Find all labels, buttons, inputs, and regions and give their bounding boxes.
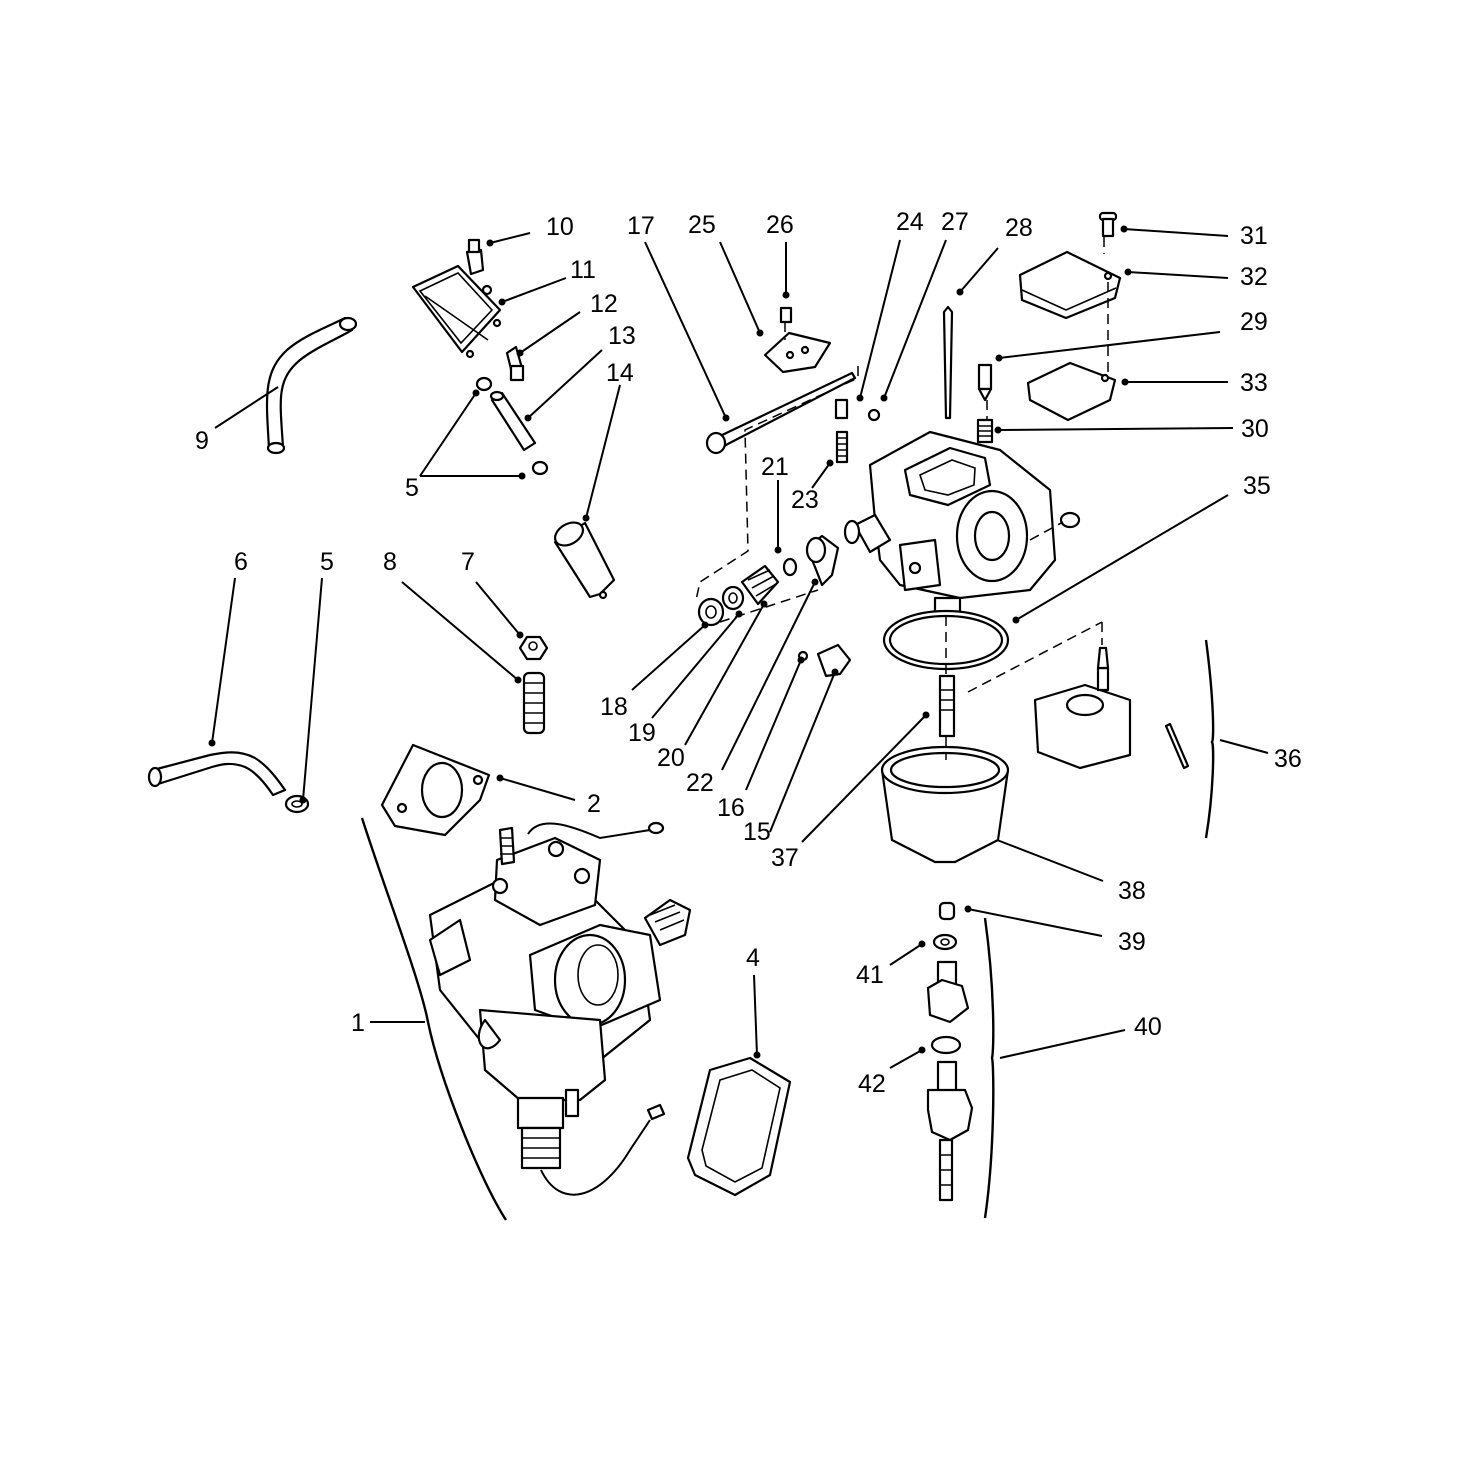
part-5-clamp-top xyxy=(475,376,549,476)
part-37-pin xyxy=(938,674,956,738)
callout-1: 1 xyxy=(351,1009,365,1037)
callout-labels: 1 2 4 5 5 6 7 8 9 10 11 12 13 14 15 16 1… xyxy=(195,208,1302,1098)
callout-37: 37 xyxy=(771,844,799,872)
callout-20: 20 xyxy=(657,744,685,772)
part-39-screw xyxy=(938,901,956,921)
callout-19: 19 xyxy=(628,719,656,747)
part-11-fuel-pump xyxy=(411,264,502,359)
callout-23: 23 xyxy=(791,486,819,514)
callout-33: 33 xyxy=(1240,369,1268,397)
callout-12: 12 xyxy=(590,290,618,318)
callout-30: 30 xyxy=(1241,415,1269,443)
callout-36: 36 xyxy=(1274,745,1302,773)
part-23-idle-screw xyxy=(834,398,849,464)
callout-11: 11 xyxy=(570,256,596,284)
callout-35: 35 xyxy=(1243,472,1271,500)
part-38-float-bowl xyxy=(880,745,1010,864)
callout-42: 42 xyxy=(858,1070,886,1098)
part-19-washer xyxy=(721,585,745,611)
callout-2: 2 xyxy=(587,790,601,818)
callout-4: 4 xyxy=(746,944,760,972)
callout-22: 22 xyxy=(686,769,714,797)
carburetor-body-exploded xyxy=(843,430,1081,622)
part-33-gasket xyxy=(1026,361,1117,422)
part-4-gasket xyxy=(686,1056,792,1197)
part-21-seal xyxy=(782,557,798,577)
part-28-needle xyxy=(942,305,954,420)
part-22-choke-lever xyxy=(805,534,840,587)
callout-28: 28 xyxy=(1005,214,1033,242)
callout-5b: 5 xyxy=(320,548,334,576)
callout-9: 9 xyxy=(195,427,209,455)
part-18-bushing xyxy=(697,597,725,627)
part-14-fuel-filter xyxy=(553,521,616,600)
part-29-screw xyxy=(977,363,993,402)
callout-6: 6 xyxy=(234,548,248,576)
callout-31: 31 xyxy=(1240,222,1268,250)
callout-39: 39 xyxy=(1118,928,1146,956)
callout-13: 13 xyxy=(608,322,636,350)
part-26-screw xyxy=(779,306,793,324)
part-32-bowl-cover xyxy=(1018,250,1122,320)
callout-18: 18 xyxy=(600,693,628,721)
callout-17: 17 xyxy=(627,212,655,240)
callout-29: 29 xyxy=(1240,308,1268,336)
callout-41: 41 xyxy=(856,961,884,989)
part-36-float xyxy=(1033,646,1190,770)
part-24-plug xyxy=(867,408,881,422)
brace-40 xyxy=(983,917,995,1219)
callout-7: 7 xyxy=(461,548,475,576)
part-31-screw xyxy=(1098,211,1118,238)
callout-25: 25 xyxy=(688,211,716,239)
callout-14: 14 xyxy=(606,359,634,387)
part-7-nut xyxy=(518,635,549,661)
part-25-throttle-plate xyxy=(763,331,832,374)
callout-5a: 5 xyxy=(405,474,419,502)
callout-8: 8 xyxy=(383,548,397,576)
brace-1 xyxy=(360,817,508,1221)
part-15-lever xyxy=(816,643,852,678)
part-8-stud xyxy=(522,671,546,735)
part-30-spring xyxy=(976,418,994,444)
callout-27: 27 xyxy=(941,208,969,236)
part-9-fuel-hose xyxy=(265,316,358,455)
part-20-spring xyxy=(740,564,780,606)
part-1-carburetor-assembly xyxy=(428,821,692,1196)
callout-26: 26 xyxy=(766,211,794,239)
callout-16: 16 xyxy=(717,794,745,822)
callout-38: 38 xyxy=(1118,877,1146,905)
part-2-gasket xyxy=(380,743,491,837)
callout-40: 40 xyxy=(1134,1013,1162,1041)
callout-32: 32 xyxy=(1240,263,1268,291)
callout-10: 10 xyxy=(546,213,574,241)
callout-21: 21 xyxy=(761,453,789,481)
leader-lines xyxy=(208,225,1269,1069)
part-41-washer xyxy=(932,933,958,951)
part-40-solenoid-assembly xyxy=(926,960,974,1202)
part-12-fitting xyxy=(505,345,525,382)
brace-36 xyxy=(1204,639,1215,839)
part-6-hose xyxy=(147,751,287,797)
callout-15: 15 xyxy=(743,818,771,846)
part-13-hose xyxy=(489,390,537,452)
callout-24: 24 xyxy=(896,208,924,236)
part-10-clip xyxy=(465,238,485,276)
